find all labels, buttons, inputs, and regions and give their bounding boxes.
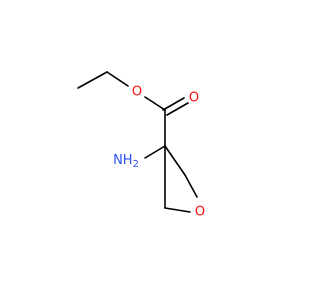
bond-methyl-ch2: [77, 71, 108, 89]
ester-oxygen-label: O: [132, 85, 142, 100]
bond-ring-bottom-o: [164, 207, 191, 213]
amino-group-label: NH2: [113, 153, 139, 170]
carbonyl-oxygen-label: O: [189, 91, 199, 106]
bond-c3-n: [144, 145, 166, 159]
atom-carbonyl-oxygen: O: [189, 91, 199, 106]
bonds: [77, 71, 198, 213]
bond-ch2-o: [106, 71, 129, 87]
structure-diagram: O O NH2 O: [77, 71, 205, 220]
atom-amino-group: NH2: [113, 153, 139, 170]
bond-ring-right-o: [184, 174, 198, 198]
atom-ester-oxygen: O: [132, 85, 142, 100]
bond-carbonyl-double-b: [166, 102, 189, 116]
bond-o-carbonyl: [144, 96, 166, 111]
molecule-drawing: O O NH2 O: [77, 71, 205, 220]
atom-oxetane-oxygen: O: [195, 205, 205, 220]
oxetane-oxygen-label: O: [195, 205, 205, 220]
bond-carbonyl-double-a: [162, 97, 185, 111]
bond-c3-ring-right: [164, 145, 186, 176]
